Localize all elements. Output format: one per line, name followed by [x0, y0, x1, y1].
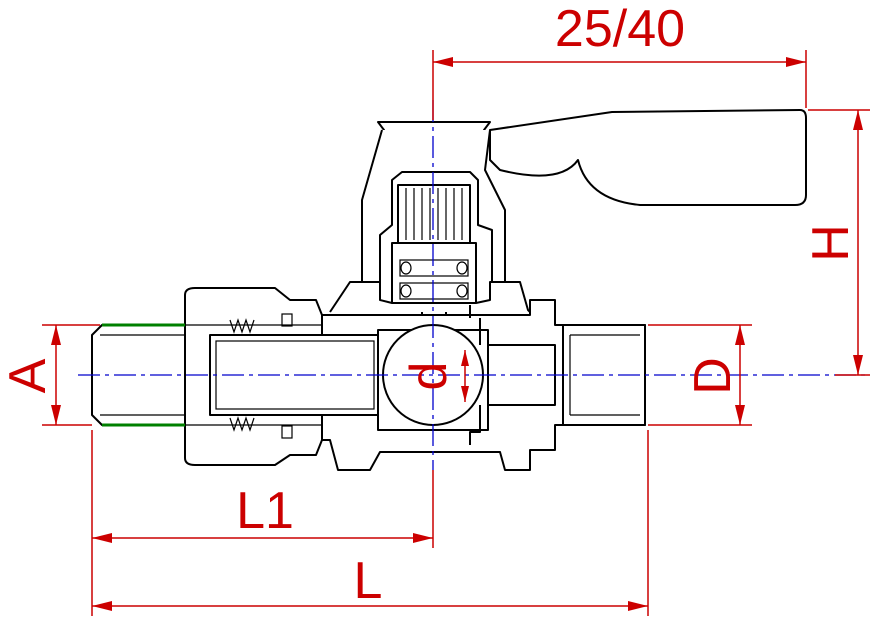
label-a: A [0, 358, 57, 393]
label-bore: d [400, 362, 458, 391]
bonnet [329, 281, 531, 313]
label-25-40: 25/40 [555, 0, 685, 58]
centerlines [78, 100, 866, 470]
spring-top [229, 318, 255, 334]
lever-handle [489, 109, 807, 206]
label-l: L [354, 552, 383, 610]
arrow-top-h [853, 110, 863, 130]
arrow-bottom-h [853, 355, 863, 375]
label-h: H [802, 224, 860, 262]
spring-bottom [229, 416, 255, 432]
valve-outline [91, 109, 807, 471]
arrow-left-25-40 [433, 57, 453, 67]
label-d-outlet: D [684, 357, 742, 395]
stem-spline [397, 184, 471, 244]
label-l1: L1 [236, 482, 294, 540]
arrow-right-25-40 [786, 57, 806, 67]
